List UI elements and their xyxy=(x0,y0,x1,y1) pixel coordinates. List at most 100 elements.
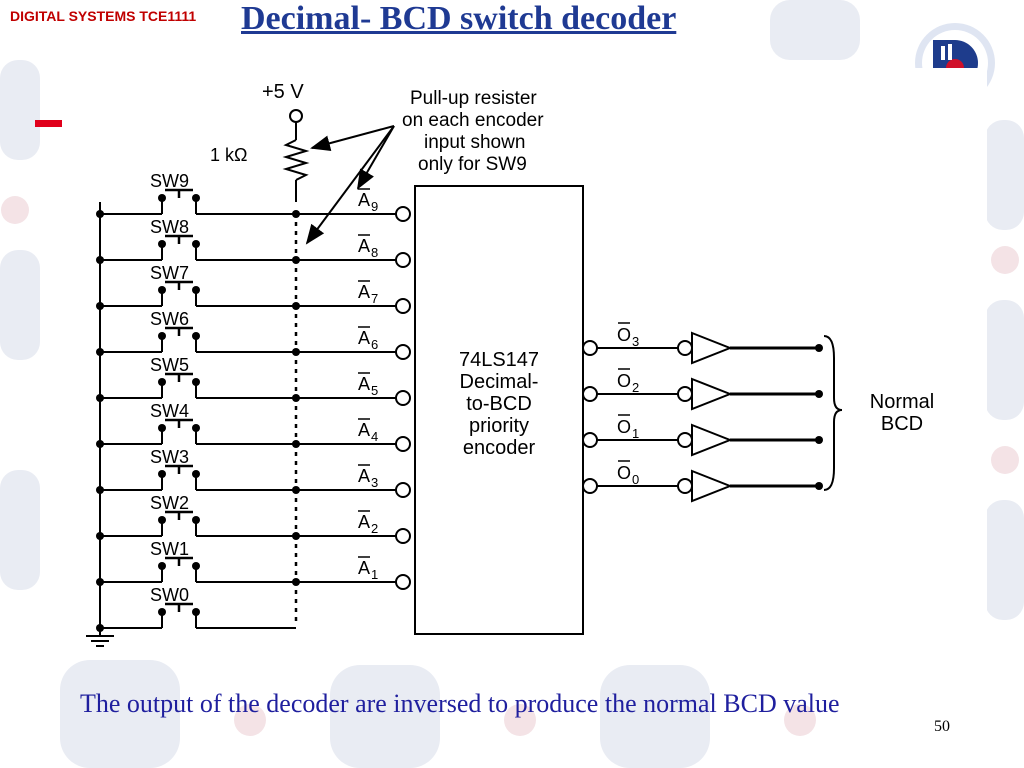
input-label: A xyxy=(358,558,370,578)
output-subscript: 0 xyxy=(632,472,639,487)
input-label: A xyxy=(358,512,370,532)
switch-label: SW5 xyxy=(150,355,189,375)
output-subscript: 2 xyxy=(632,380,639,395)
junction-dot xyxy=(96,624,104,632)
input-label: A xyxy=(358,328,370,348)
inversion-bubble xyxy=(395,252,411,268)
junction-dot xyxy=(96,302,104,310)
junction-dot xyxy=(96,256,104,264)
switch-label: SW1 xyxy=(150,539,189,559)
bcd-label-2: BCD xyxy=(881,413,923,435)
inversion-bubble xyxy=(395,298,411,314)
inversion-bubble xyxy=(395,482,411,498)
output-label: O xyxy=(617,371,631,391)
inversion-bubble xyxy=(395,574,411,590)
inversion-bubble xyxy=(677,386,693,402)
junction-dot xyxy=(292,440,300,448)
switch-row: SW0 xyxy=(96,585,298,632)
inversion-bubble xyxy=(677,478,693,494)
ic-label-4: priority xyxy=(469,415,529,437)
junction-dot xyxy=(96,578,104,586)
junction-dot xyxy=(292,486,300,494)
inversion-bubble xyxy=(395,436,411,452)
resistor-label: 1 kΩ xyxy=(210,145,247,165)
junction-dot xyxy=(292,256,300,264)
inversion-bubble xyxy=(395,390,411,406)
switch-label: SW8 xyxy=(150,217,189,237)
junction-dot xyxy=(96,210,104,218)
input-subscript: 6 xyxy=(371,337,378,352)
junction-dot xyxy=(292,302,300,310)
course-label: DIGITAL SYSTEMS TCE1111 xyxy=(10,8,197,24)
callout-line-1: Pull-up resister xyxy=(410,88,537,109)
inversion-bubble xyxy=(677,340,693,356)
switch-label: SW7 xyxy=(150,263,189,283)
inverter-triangle xyxy=(691,469,733,503)
input-subscript: 2 xyxy=(371,521,378,536)
ic-label-1: 74LS147 xyxy=(459,349,539,371)
slide-title: Decimal- BCD switch decoder xyxy=(241,0,677,37)
switch-label: SW9 xyxy=(150,171,189,191)
output-dot xyxy=(815,436,823,444)
ic-label-2: Decimal- xyxy=(460,371,539,393)
supply-label: +5 V xyxy=(262,81,304,103)
junction-dot xyxy=(96,394,104,402)
output-subscript: 3 xyxy=(632,334,639,349)
input-label: A xyxy=(358,190,370,210)
callout-line-4: only for SW9 xyxy=(418,154,527,175)
callout-line-3: input shown xyxy=(424,132,525,153)
input-subscript: 3 xyxy=(371,475,378,490)
input-label: A xyxy=(358,466,370,486)
output-subscript: 1 xyxy=(632,426,639,441)
junction-dot xyxy=(292,348,300,356)
output-label: O xyxy=(617,463,631,483)
input-subscript: 8 xyxy=(371,245,378,260)
input-label: A xyxy=(358,236,370,256)
input-label: A xyxy=(358,282,370,302)
switch-label: SW2 xyxy=(150,493,189,513)
output-label: O xyxy=(617,417,631,437)
output-dot xyxy=(815,390,823,398)
slide-caption: The output of the decoder are inversed t… xyxy=(80,689,840,718)
switch-label: SW3 xyxy=(150,447,189,467)
input-label: A xyxy=(358,374,370,394)
junction-dot xyxy=(96,486,104,494)
input-subscript: 4 xyxy=(371,429,378,444)
inversion-bubble xyxy=(395,528,411,544)
inversion-bubble xyxy=(395,344,411,360)
inverter-triangle xyxy=(691,377,733,411)
junction-dot xyxy=(292,394,300,402)
inversion-bubble xyxy=(582,340,598,356)
ic-label-5: encoder xyxy=(463,437,536,459)
junction-dot xyxy=(96,532,104,540)
input-subscript: 1 xyxy=(371,567,378,582)
junction-dot xyxy=(96,348,104,356)
inverter-triangle xyxy=(691,331,733,365)
input-subscript: 5 xyxy=(371,383,378,398)
junction-dot xyxy=(292,532,300,540)
inverter-triangle xyxy=(691,423,733,457)
switch-label: SW4 xyxy=(150,401,189,421)
page-number: 50 xyxy=(934,718,950,735)
output-dot xyxy=(815,344,823,352)
output-dot xyxy=(815,482,823,490)
inversion-bubble xyxy=(395,206,411,222)
input-subscript: 7 xyxy=(371,291,378,306)
inversion-bubble xyxy=(582,478,598,494)
input-subscript: 9 xyxy=(371,199,378,214)
bcd-label-1: Normal xyxy=(870,391,934,413)
